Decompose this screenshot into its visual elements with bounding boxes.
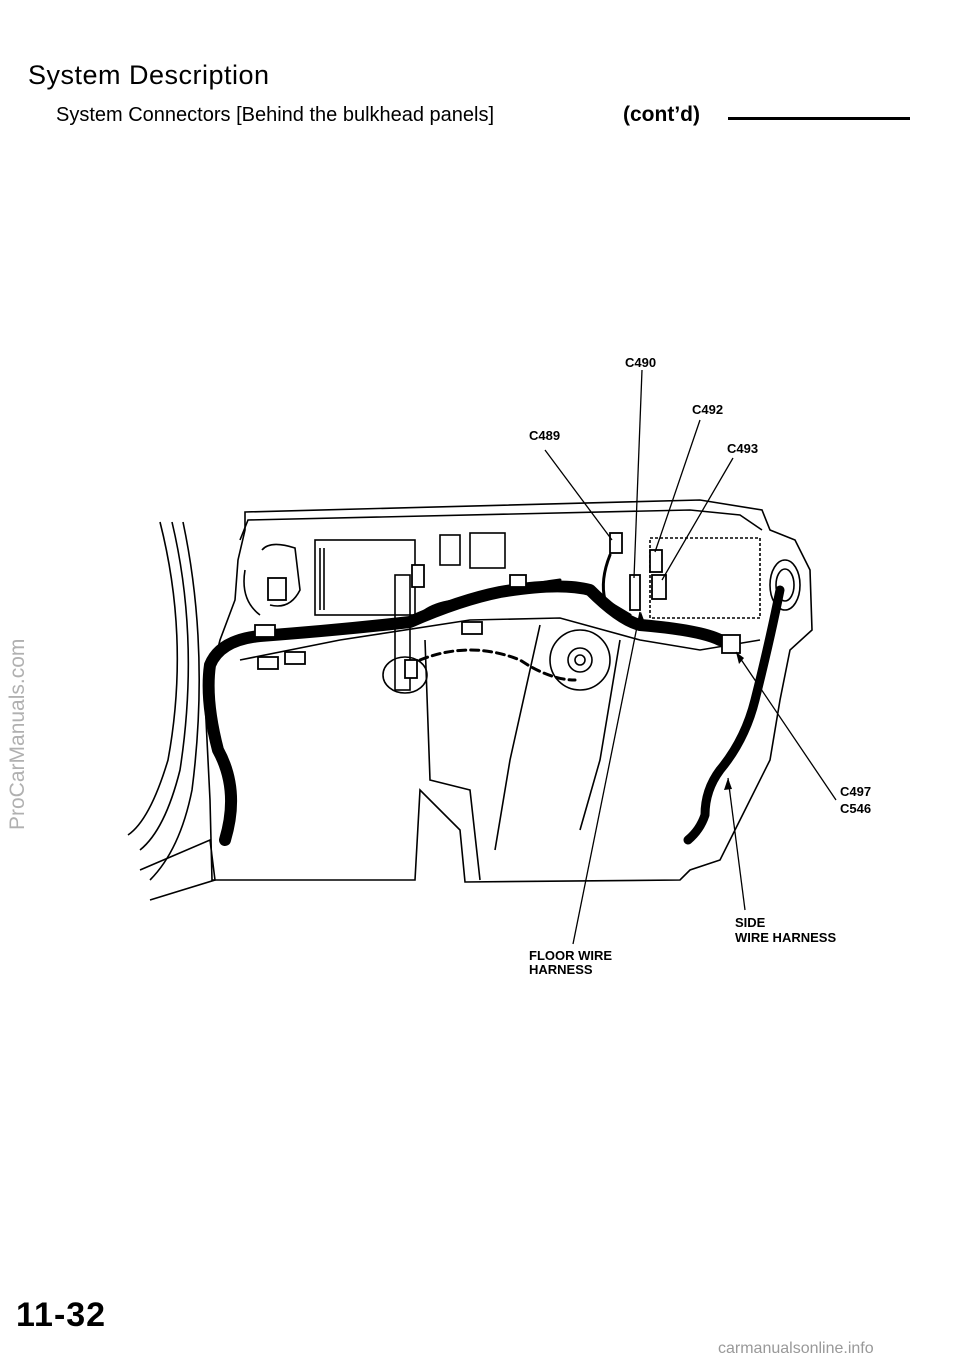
label-floor-wire: FLOOR WIRE <box>529 948 612 963</box>
label-c489: C489 <box>529 428 560 443</box>
connector <box>411 564 425 588</box>
connector <box>267 577 287 601</box>
floor-panel <box>494 624 541 851</box>
floor-edge <box>239 617 761 661</box>
connector <box>257 656 279 670</box>
pillar-line <box>127 521 179 836</box>
leader-c497 <box>735 651 837 801</box>
footer-site-link[interactable]: carmanualsonline.info <box>718 1340 874 1357</box>
label-c493: C493 <box>727 441 758 456</box>
label-side: SIDE <box>735 915 766 930</box>
side-wire-harness <box>683 585 785 845</box>
leader-floor-harness <box>572 611 641 945</box>
label-floor-harness: HARNESS <box>529 962 593 977</box>
connector-c493 <box>651 574 667 600</box>
leader-c493 <box>661 457 734 581</box>
label-c497: C497 <box>840 784 871 799</box>
page-title: System Description <box>28 60 270 90</box>
pillar-line <box>149 521 200 881</box>
relay-box-left <box>314 539 416 616</box>
connector-c497 <box>721 634 741 654</box>
small-module <box>439 534 461 566</box>
header-rule <box>728 117 910 120</box>
relay-box-right <box>649 537 761 619</box>
speaker <box>549 629 611 691</box>
section-subtitle: System Connectors [Behind the bulkhead p… <box>56 104 495 126</box>
bulkhead-inner <box>239 509 763 541</box>
pillar-line <box>139 838 216 901</box>
leader-c492 <box>654 419 701 553</box>
leader-c489 <box>544 449 613 541</box>
connector-c492 <box>649 549 663 573</box>
connector <box>254 624 276 638</box>
connector <box>404 659 418 679</box>
grommet <box>769 559 801 611</box>
connector-c490 <box>629 574 641 611</box>
continued-label: (cont’d) <box>623 103 700 126</box>
floor-panel <box>579 639 621 831</box>
label-side-wire-harness: WIRE HARNESS <box>735 930 836 945</box>
pillar-line <box>139 521 190 851</box>
leader-side-harness <box>727 777 746 911</box>
label-c490: C490 <box>625 355 656 370</box>
connector <box>461 621 483 635</box>
small-module <box>469 532 506 569</box>
page-number: 11-32 <box>16 1296 107 1334</box>
label-c546: C546 <box>840 801 871 816</box>
connector <box>284 651 306 665</box>
leader-c490 <box>633 369 643 579</box>
label-c492: C492 <box>692 402 723 417</box>
floor-panel <box>424 639 481 881</box>
connector <box>509 574 527 588</box>
connector-c489 <box>609 532 623 554</box>
floor-wire-harness <box>202 580 726 846</box>
